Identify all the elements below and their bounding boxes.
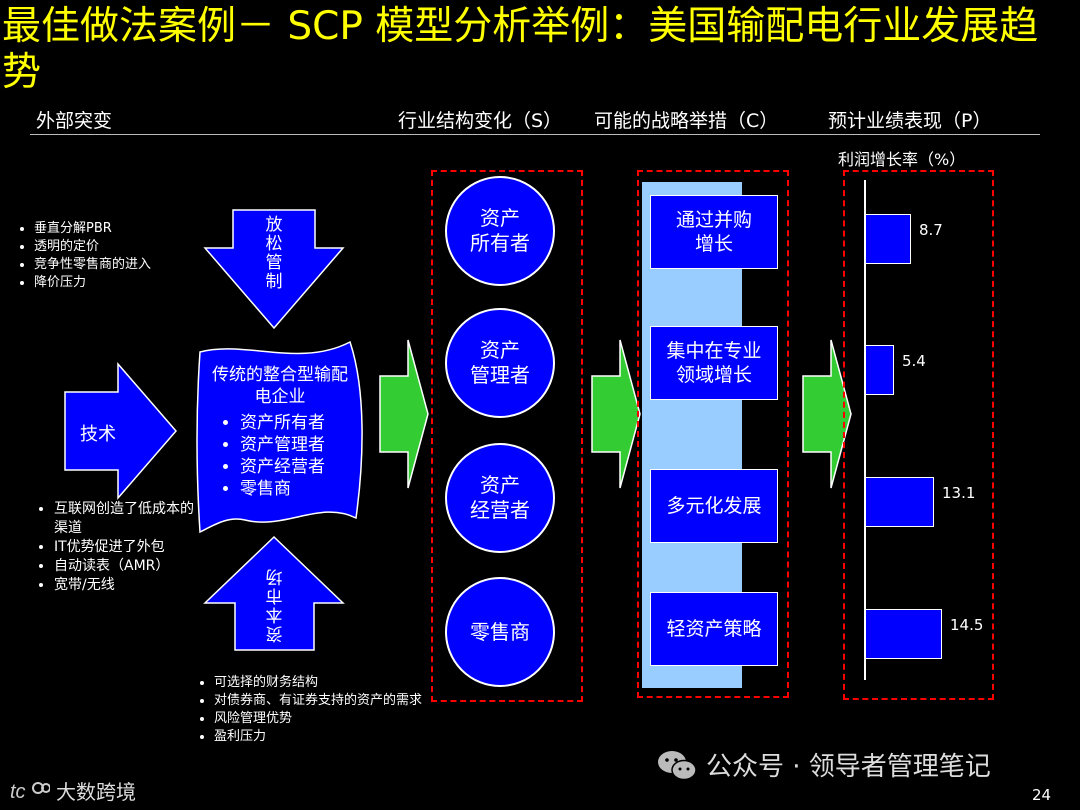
profit-value-label: 8.7	[919, 221, 943, 239]
header-divider	[30, 134, 1040, 135]
conduct-frame	[637, 170, 789, 698]
bullets-deregulation: 垂直分解PBR 透明的定价 竞争性零售商的进入 降价压力	[20, 220, 214, 292]
header-external: 外部突变	[36, 110, 113, 132]
deregulation-label: 放松管制	[265, 215, 283, 292]
green-arrow-3	[802, 339, 852, 489]
bar-axis	[864, 180, 866, 680]
technology-label: 技术	[80, 424, 116, 445]
profit-value-label: 13.1	[942, 484, 976, 502]
header-structure: 行业结构变化（S）	[398, 110, 563, 132]
profit-value-label: 5.4	[902, 352, 926, 370]
performance-frame	[843, 170, 994, 700]
profit-growth-label: 利润增长率（%）	[838, 150, 966, 169]
bullets-technology: 互联网创造了低成本的渠道 IT优势促进了外包 自动读表（AMR） 宽带/无线	[40, 500, 204, 595]
green-arrow-1	[379, 339, 429, 489]
list-item: 自动读表（AMR）	[54, 557, 204, 576]
list-item: 风险管理优势	[214, 710, 450, 728]
slide-title: 最佳做法案例－ SCP 模型分析举例：美国输配电行业发展趋势	[2, 4, 1039, 95]
strategy-specialization: 集中在专业 领域增长	[650, 326, 778, 400]
profit-bar	[865, 477, 934, 527]
list-item: 资产管理者	[240, 434, 325, 456]
list-item: 竞争性零售商的进入	[34, 256, 214, 274]
integrated-utility-blob	[196, 340, 363, 534]
bullets-capital: 可选择的财务结构 对债券商、有证券支持的资产的需求 风险管理优势 盈利压力	[200, 674, 450, 746]
page-number: 24	[1032, 786, 1052, 804]
list-item: 资产所有者	[240, 412, 325, 434]
list-item: 零售商	[240, 478, 325, 500]
strategy-asset-light: 轻资产策略	[650, 592, 778, 666]
footer-wechat-brand: 公众号 · 领导者管理笔记	[656, 746, 991, 783]
list-item: 透明的定价	[34, 238, 214, 256]
list-item: 垂直分解PBR	[34, 220, 214, 238]
green-arrow-2	[591, 339, 641, 489]
profit-bar	[865, 609, 942, 659]
header-performance: 预计业绩表现（P）	[828, 110, 992, 132]
list-item: 宽带/无线	[54, 576, 204, 595]
list-item: 降价压力	[34, 274, 214, 292]
structure-frame	[431, 170, 583, 702]
technology-arrow	[64, 361, 177, 501]
strategy-merger: 通过并购 增长	[650, 195, 778, 269]
footer-left-brand: tc 大数跨境	[8, 776, 136, 805]
profit-value-label: 14.5	[950, 616, 984, 634]
list-item: 可选择的财务结构	[214, 674, 450, 692]
strategy-diversification: 多元化发展	[650, 469, 778, 543]
circle-retailer: 零售商	[445, 577, 555, 687]
profit-bar	[865, 345, 894, 395]
list-item: 对债券商、有证券支持的资产的需求	[214, 692, 450, 710]
list-item: 互联网创造了低成本的渠道	[54, 500, 204, 538]
circle-asset-operator: 资产 经营者	[445, 443, 555, 553]
circle-asset-owner: 资产 所有者	[445, 176, 555, 286]
capital-market-arrow	[203, 535, 345, 651]
svg-text:tc: tc	[10, 781, 26, 803]
list-item: 资产经营者	[240, 456, 325, 478]
wechat-icon	[658, 750, 697, 780]
list-item: 盈利压力	[214, 728, 450, 746]
blob-list: 资产所有者 资产管理者 资产经营者 零售商	[222, 412, 325, 500]
list-item: IT优势促进了外包	[54, 538, 204, 557]
blob-title: 传统的整合型输配电企业	[212, 365, 348, 407]
header-conduct: 可能的战略举措（C）	[594, 110, 779, 132]
deregulation-arrow	[203, 209, 345, 330]
brand-logo-icon: tc	[10, 781, 50, 803]
profit-bar	[865, 214, 911, 264]
circle-asset-manager: 资产 管理者	[445, 308, 555, 418]
